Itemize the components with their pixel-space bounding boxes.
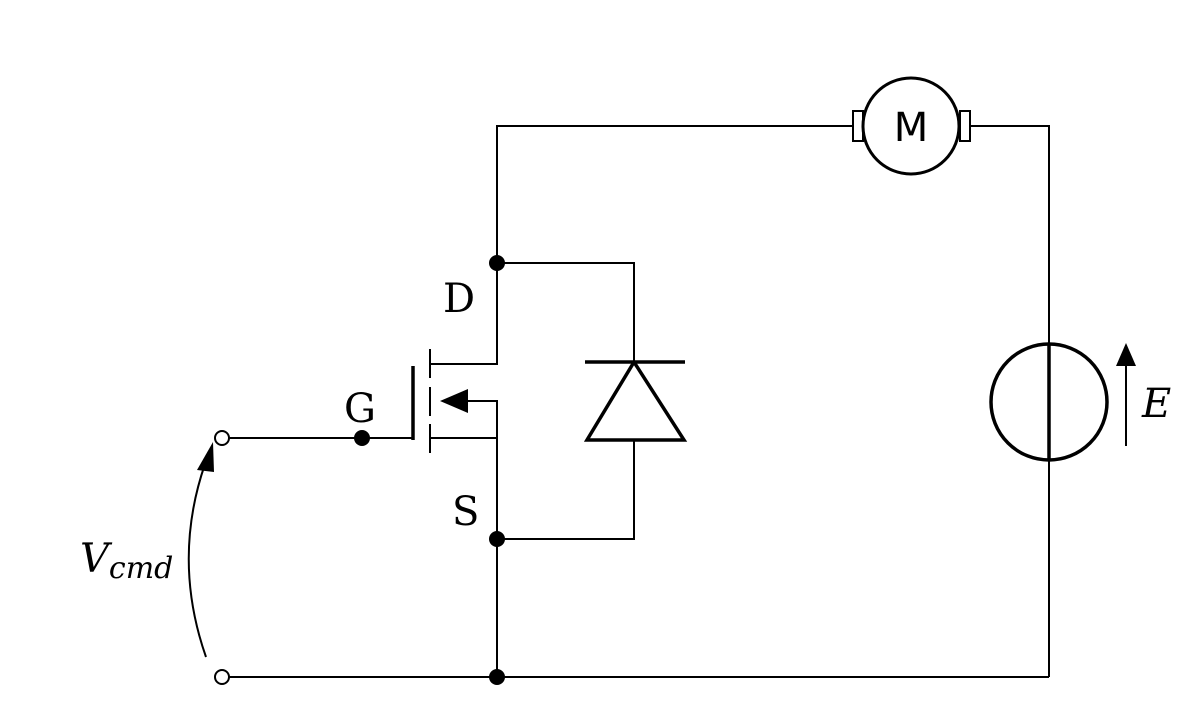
diode: [583, 358, 688, 442]
label-vcmd-main: V: [80, 536, 113, 582]
wire-diode-top: [497, 262, 635, 362]
label-d: D: [443, 276, 475, 322]
mosfet-source-lead: [430, 437, 498, 539]
node-bottom: [489, 669, 505, 685]
wire-drain-to-top: [496, 125, 857, 263]
mosfet: [411, 263, 498, 539]
motor-label: M: [894, 105, 929, 151]
diode-triangle-icon: [583, 358, 688, 442]
terminal-top: [214, 430, 230, 446]
wire-diode-bottom: [497, 440, 635, 540]
command-voltage-arrow: [187, 463, 207, 658]
label-e: E: [1141, 381, 1171, 427]
mosfet-drain-lead: [430, 263, 498, 365]
node-gate: [354, 430, 370, 446]
voltage-source-arrowhead-icon: [1116, 343, 1136, 366]
label-g: G: [344, 386, 376, 432]
node-drain: [489, 255, 505, 271]
mosfet-body-arrow-icon: [440, 389, 468, 413]
motor-right-brush: [959, 110, 971, 142]
mosfet-body-lead: [466, 400, 498, 438]
node-source: [489, 531, 505, 547]
voltage-source: E: [989, 342, 1171, 462]
motor: M: [852, 76, 971, 176]
motor-circle: [861, 76, 961, 176]
label-vcmd: Vcmd: [80, 536, 173, 586]
label-vcmd-sub: cmd: [109, 551, 173, 586]
wire-motor-to-right-rail: [968, 125, 1050, 344]
command-voltage-arrowhead-icon: [197, 442, 214, 472]
label-s: S: [452, 489, 479, 535]
terminal-bottom: [214, 669, 230, 685]
